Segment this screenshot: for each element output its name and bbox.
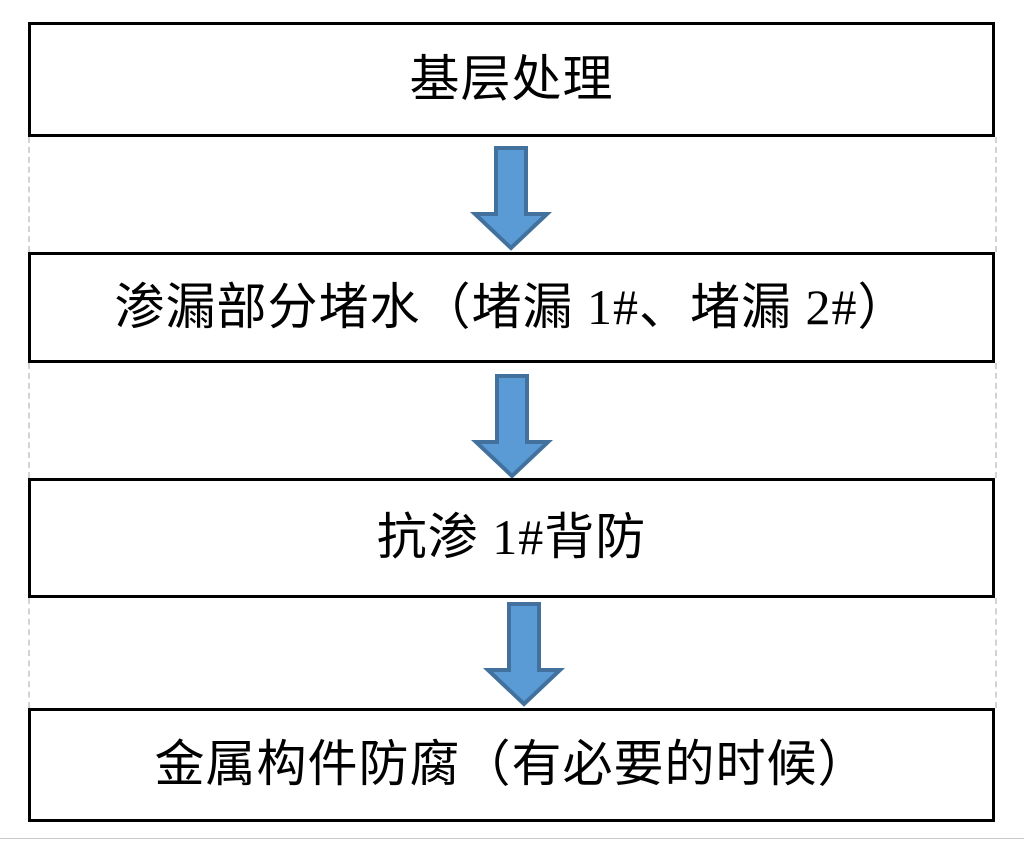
flow-node-waterproof-backing[interactable]: 抗渗 1#背防 — [28, 478, 995, 598]
page-bottom-rule — [0, 838, 1024, 839]
cell-guide-right — [995, 363, 997, 478]
flow-node-label: 金属构件防腐（有必要的时候） — [154, 736, 869, 793]
down-arrow-icon — [469, 146, 553, 251]
flow-node-label: 抗渗 1#背防 — [376, 509, 647, 566]
cell-guide-right — [995, 137, 997, 252]
cell-guide-left — [28, 598, 30, 708]
flow-node-label: 渗漏部分堵水（堵漏 1#、堵漏 2#） — [114, 278, 909, 335]
cell-guide-left — [28, 363, 30, 478]
flow-node-leak-sealing[interactable]: 渗漏部分堵水（堵漏 1#、堵漏 2#） — [28, 252, 995, 363]
flow-node-metal-anticorrosion[interactable]: 金属构件防腐（有必要的时候） — [28, 708, 995, 822]
cell-guide-left — [28, 137, 30, 252]
cell-guide-right — [995, 598, 997, 708]
flow-node-label: 基层处理 — [409, 50, 614, 107]
down-arrow-icon — [482, 602, 566, 707]
flow-node-base-treatment[interactable]: 基层处理 — [28, 22, 995, 137]
down-arrow-icon — [470, 374, 554, 479]
